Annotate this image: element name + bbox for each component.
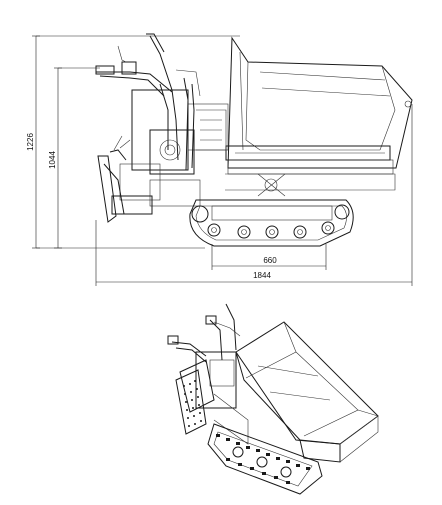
- crawler-track: [189, 199, 354, 247]
- dump-bucket: [225, 36, 413, 197]
- side-view: 1226 1044: [26, 33, 413, 286]
- dimension-track-length: 660: [211, 244, 327, 270]
- handle-height-label: 1044: [48, 151, 57, 169]
- overall-height-label: 1226: [26, 133, 35, 151]
- iso-front-grill: [175, 369, 207, 435]
- dimension-handle-height: 1044: [48, 67, 62, 249]
- iso-dump-bucket: [235, 321, 379, 463]
- front-bumper: [97, 135, 131, 223]
- dimension-overall-length: 1844: [95, 104, 413, 286]
- control-handles: [95, 33, 201, 171]
- iso-handles: [167, 303, 241, 363]
- engine-assembly: [111, 89, 229, 215]
- iso-engine: [179, 351, 249, 445]
- track-length-label: 660: [263, 256, 277, 265]
- dimension-overall-height: 1226: [26, 35, 40, 249]
- isometric-view: [167, 303, 379, 495]
- iso-crawler-track: [207, 423, 323, 495]
- overall-length-label: 1844: [253, 271, 271, 280]
